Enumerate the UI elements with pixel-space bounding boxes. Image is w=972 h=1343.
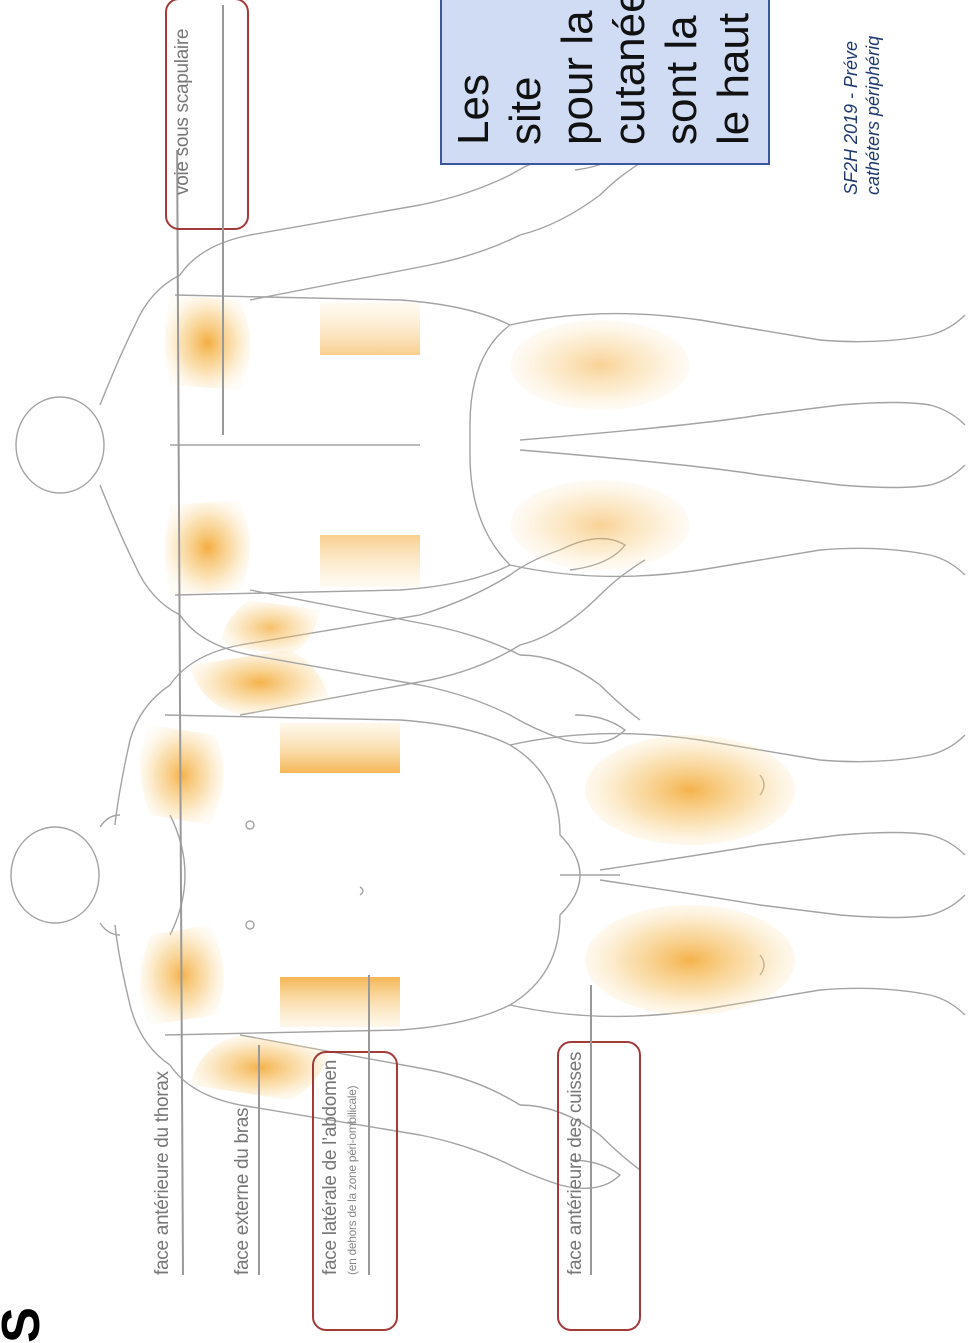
leader-line-cuisses — [590, 985, 592, 1275]
callout-line-5: le haut — [708, 0, 760, 145]
reference-citation: SF2H 2019 - Préve cathéters périphériq — [840, 36, 884, 195]
callout-line-1: Les site — [448, 0, 552, 145]
leader-line-scapulaire — [222, 5, 224, 435]
leader-line-bras — [258, 1045, 260, 1275]
callout-line-3: cutanée — [604, 0, 656, 145]
callout-line-4: sont la — [656, 0, 708, 145]
reference-line-1: SF2H 2019 - Préve — [840, 36, 862, 195]
corner-title-fragment: S — [0, 1307, 52, 1343]
back-injection-zones — [165, 295, 690, 655]
callout-line-2: pour la — [552, 0, 604, 145]
leader-line-abdomen — [368, 975, 370, 1275]
highlight-box-cuisses — [557, 1041, 641, 1331]
info-callout: Les site pour la cutanée sont la le haut — [440, 0, 770, 165]
label-bras: face externe du bras — [232, 1108, 254, 1275]
highlight-box-abdomen — [312, 1051, 398, 1331]
label-thorax: face antérieure du thorax — [152, 1071, 174, 1275]
highlight-box-scapulaire — [165, 0, 249, 230]
reference-line-2: cathéters périphériq — [862, 36, 884, 195]
